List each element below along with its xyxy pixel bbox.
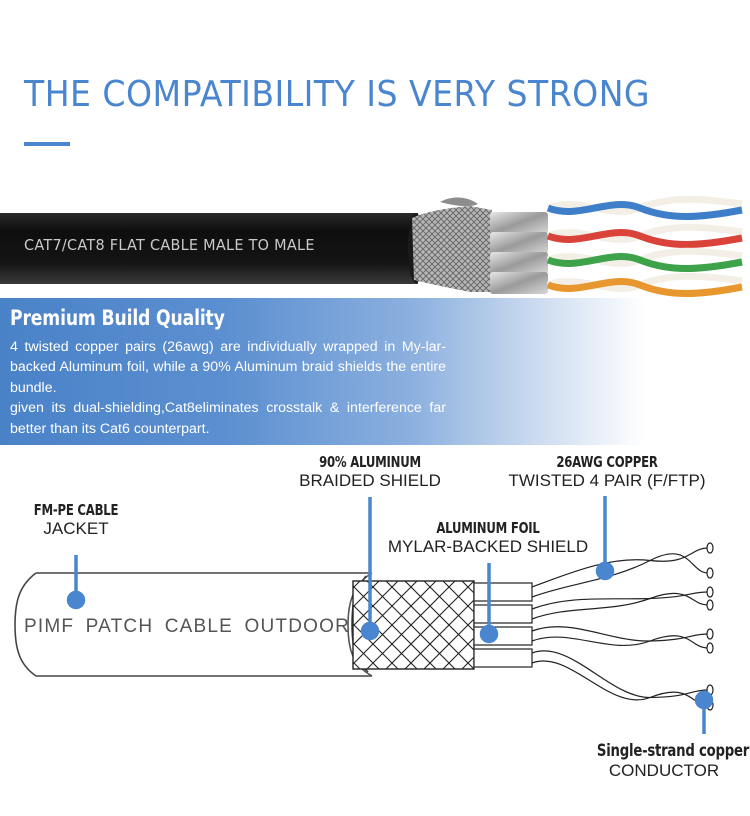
label-pairs: 26AWG COPPER TWISTED 4 PAIR (F/FTP) xyxy=(494,453,720,490)
quality-description: 4 twisted copper pairs (26awg) are indiv… xyxy=(10,337,446,439)
diagram-braid xyxy=(352,580,475,670)
label-foil: ALUMINUM FOIL MYLAR-BACKED SHIELD xyxy=(376,519,600,556)
braid-line xyxy=(353,581,399,627)
braid-line xyxy=(353,581,437,665)
wire-end xyxy=(706,628,714,640)
label-braid-title: 90% ALUMINUM xyxy=(319,453,421,471)
label-jacket-title: FM-PE CABLE xyxy=(33,501,119,519)
twisted-pairs xyxy=(546,195,743,297)
label-conductor-subtitle: CONDUCTOR xyxy=(608,761,720,780)
label-conductor: Single-strand copper CONDUCTOR xyxy=(578,741,750,780)
wire xyxy=(531,592,709,620)
quality-paragraph-1: 4 twisted copper pairs (26awg) are indiv… xyxy=(10,339,446,396)
diagram-wires xyxy=(531,542,714,711)
wire xyxy=(531,650,709,699)
callout-jacket-dot xyxy=(66,590,86,610)
title-underline xyxy=(24,142,70,146)
cable-cross-section-diagram xyxy=(14,496,714,734)
page-title: THE COMPATIBILITY IS VERY STRONG xyxy=(24,74,651,115)
label-braid: 90% ALUMINUM BRAIDED SHIELD xyxy=(282,453,458,490)
braid-line xyxy=(442,581,474,613)
jacket-print-label: CAT7/CAT8 FLAT CABLE MALE TO MALE xyxy=(24,236,315,254)
wire xyxy=(531,591,709,610)
braid-line xyxy=(423,618,474,669)
label-foil-title: ALUMINUM FOIL xyxy=(436,519,540,537)
braid-line xyxy=(353,581,380,608)
callout-pairs-dot xyxy=(595,561,615,581)
quality-band xyxy=(0,298,750,445)
label-pairs-subtitle: TWISTED 4 PAIR (F/FTP) xyxy=(508,471,706,490)
callout-conductor-dot xyxy=(694,690,714,710)
wire-end xyxy=(706,542,714,554)
label-conductor-title: Single-strand copper xyxy=(596,741,750,761)
wire xyxy=(531,635,709,649)
quality-title: Premium Build Quality xyxy=(10,306,225,330)
wire-end xyxy=(706,642,714,654)
label-jacket-subtitle: JACKET xyxy=(43,519,109,538)
braid-line xyxy=(366,581,456,669)
callout-lines xyxy=(66,496,714,734)
twisted-pair xyxy=(546,195,743,220)
label-jacket: FM-PE CABLE JACKET xyxy=(20,501,132,538)
wire xyxy=(531,547,709,588)
wire xyxy=(531,553,709,598)
label-braid-subtitle: BRAIDED SHIELD xyxy=(299,471,441,490)
wire-end xyxy=(706,567,714,579)
twisted-pair xyxy=(546,272,743,297)
wire xyxy=(531,660,709,706)
wire-end xyxy=(706,586,714,598)
quality-paragraph-2: given its dual-shielding,Cat8eliminates … xyxy=(10,400,446,437)
diagram-foil-sleeves xyxy=(473,582,533,668)
callout-foil-dot xyxy=(479,624,499,644)
twisted-pair xyxy=(546,223,743,248)
braid-shield xyxy=(412,197,494,292)
diagram-cable-print: PIMF PATCH CABLE OUTDOOR xyxy=(24,616,351,637)
label-foil-subtitle: MYLAR-BACKED SHIELD xyxy=(387,537,589,556)
braid-line xyxy=(442,637,474,669)
foil-shields xyxy=(490,212,548,294)
cable-photo xyxy=(0,195,743,297)
braid-line xyxy=(404,599,474,669)
braid-line xyxy=(385,581,474,669)
twisted-pair xyxy=(546,247,743,272)
braid-line xyxy=(353,642,380,669)
wire xyxy=(531,626,709,642)
wire-end xyxy=(706,599,714,611)
callout-braid-dot xyxy=(360,621,380,641)
label-pairs-title: 26AWG COPPER xyxy=(556,453,658,471)
